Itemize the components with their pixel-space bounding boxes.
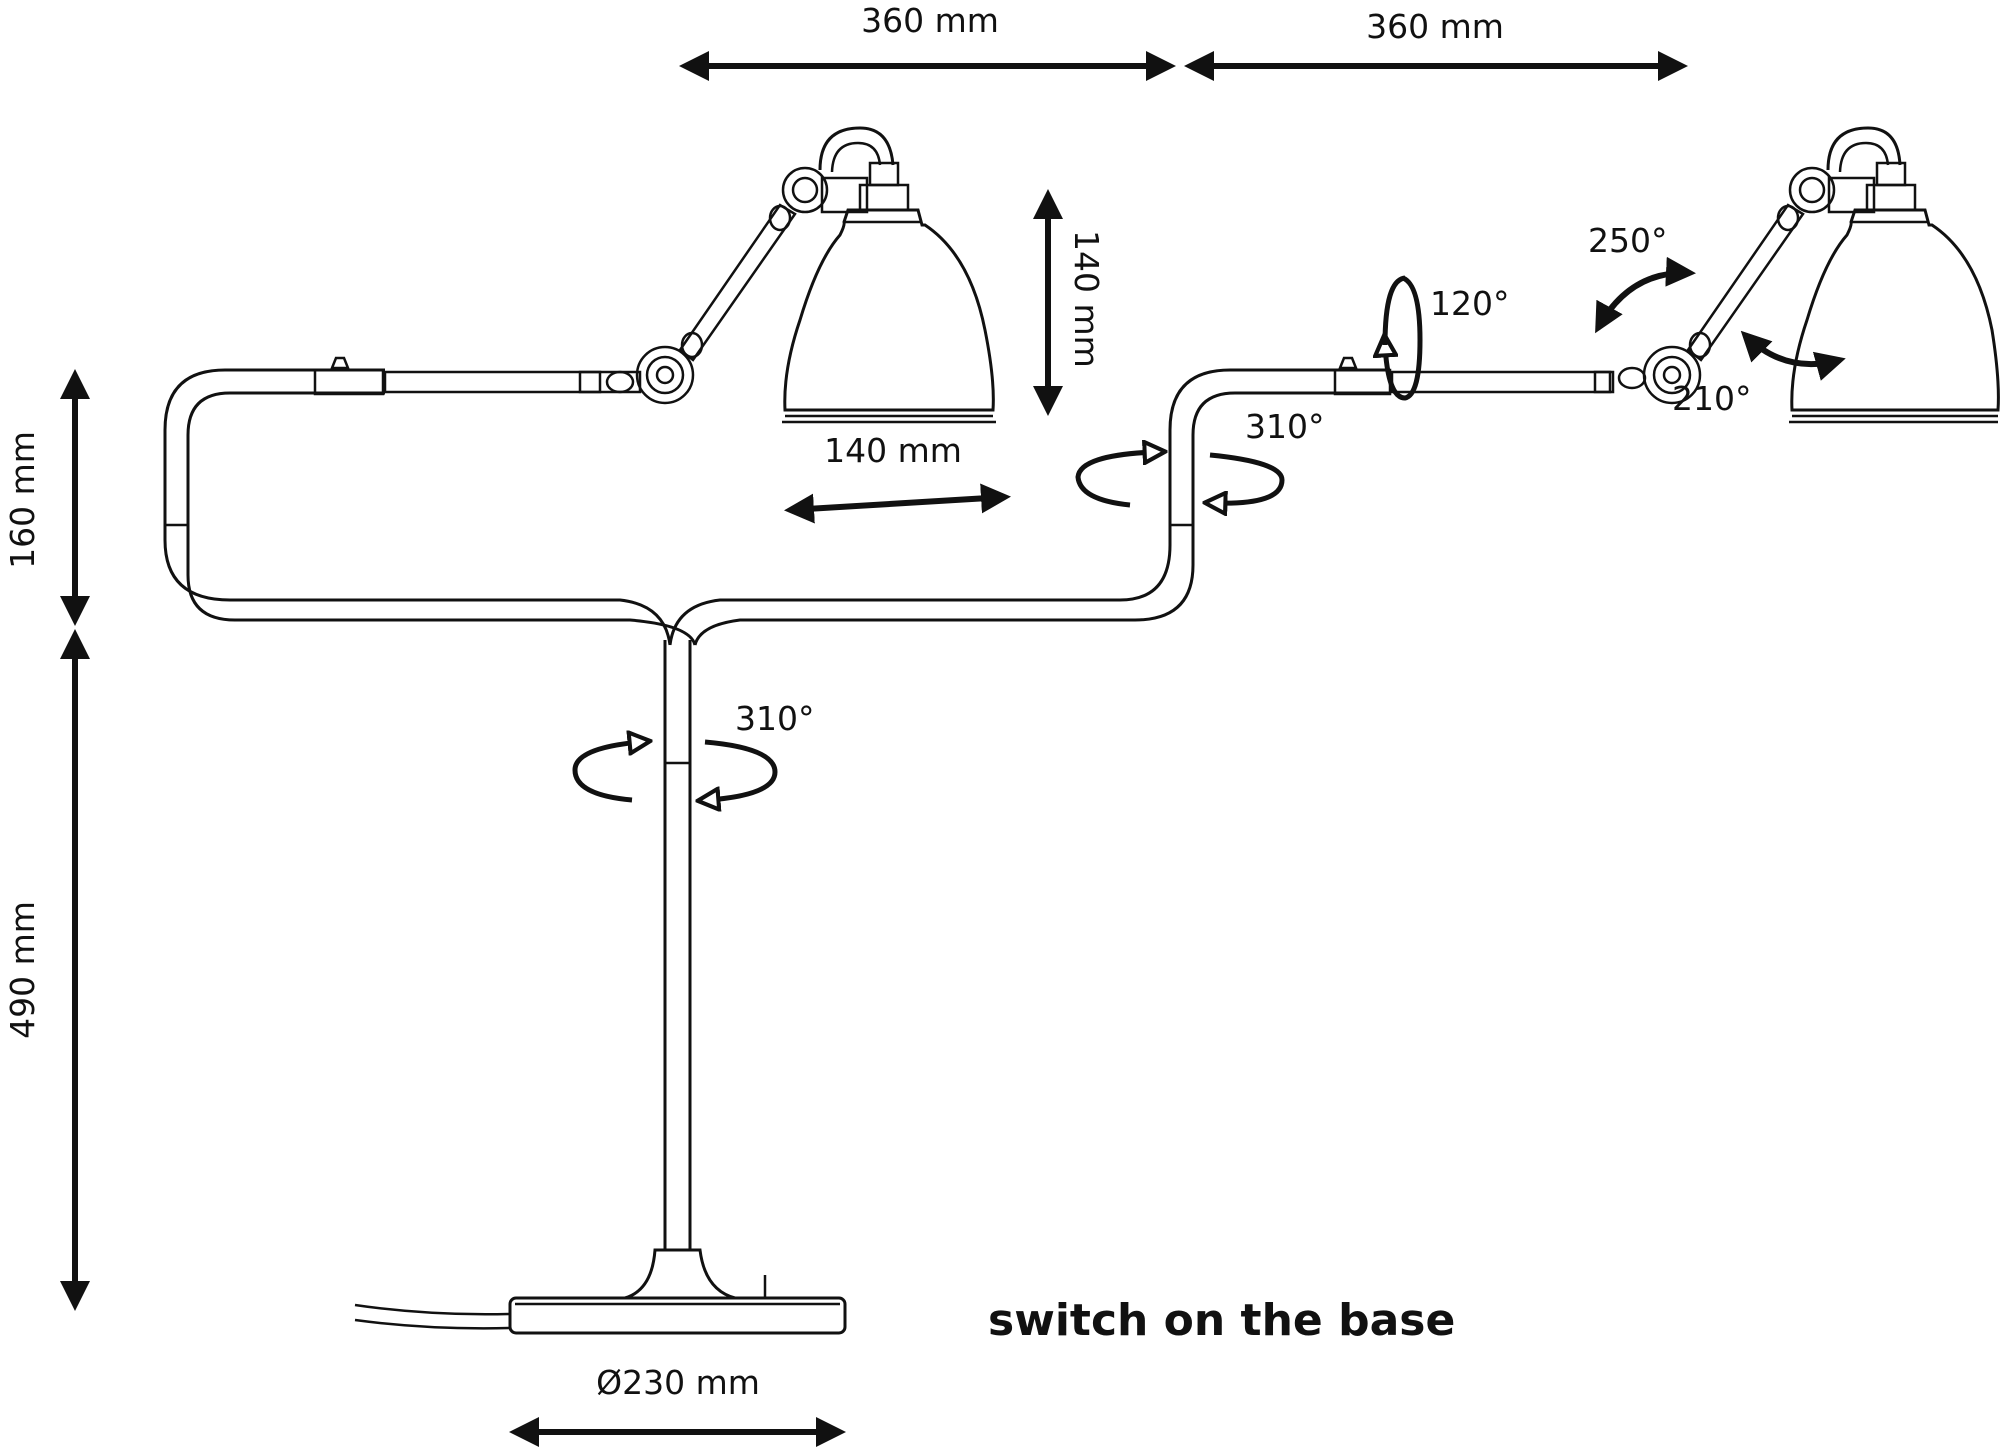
lamp-frame bbox=[163, 368, 1390, 1335]
tilt-120-label: 120° bbox=[1430, 284, 1510, 323]
stem-rotation-arrow bbox=[572, 742, 778, 800]
tilt-rotation-arrow bbox=[1385, 275, 1423, 401]
stem-310-label: 310° bbox=[735, 699, 815, 738]
shade-250-rotation-arrow bbox=[1595, 256, 1696, 334]
shade-width-label: 140 mm bbox=[824, 431, 962, 470]
shade-250-label: 250° bbox=[1588, 221, 1668, 260]
shade-height-label: 140 mm bbox=[1067, 230, 1106, 368]
arm-height-label: 160 mm bbox=[3, 431, 42, 569]
right-lamp-head bbox=[1333, 126, 2000, 424]
arm-left-length-label: 360 mm bbox=[861, 1, 999, 40]
stem-height-label: 490 mm bbox=[3, 901, 42, 1039]
joint-rotation-arrow bbox=[1075, 452, 1285, 505]
shade-210-rotation-arrow bbox=[1740, 330, 1846, 381]
shade-width-dimension-arrow bbox=[784, 483, 1011, 524]
joint-310-label: 310° bbox=[1245, 407, 1325, 446]
base-diameter-label: Ø230 mm bbox=[596, 1363, 760, 1402]
left-lamp-head bbox=[313, 126, 996, 424]
switch-note: switch on the base bbox=[988, 1295, 1455, 1346]
arm-right-length-label: 360 mm bbox=[1366, 7, 1504, 46]
shade-210-label: 210° bbox=[1672, 379, 1752, 418]
